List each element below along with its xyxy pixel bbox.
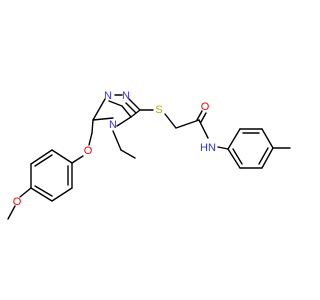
- bond-anisyl-1: [51, 149, 73, 164]
- bond-ethyl: [120, 149, 136, 159]
- bond-tolyl-3: [261, 128, 274, 149]
- bond-tolyl-4: [261, 147, 274, 169]
- bond-co-o-double: [200, 112, 207, 123]
- bonds: [7, 94, 291, 220]
- bond-anisyl-d1: [34, 154, 53, 167]
- bond-co-o: [196, 110, 203, 121]
- bond-tolyl-6: [227, 148, 241, 169]
- bond-co-nh: [198, 119, 209, 139]
- bond-s-ch2: [164, 113, 177, 129]
- bond-tolyl-d2: [258, 147, 269, 165]
- bond-o-aryl: [71, 155, 84, 164]
- bond-tolyl-d3: [232, 148, 243, 165]
- bond-tolyl-1: [227, 128, 241, 150]
- atom-n2: N: [122, 90, 130, 102]
- atom-n4: N: [109, 119, 117, 131]
- bond-nh-aryl: [217, 146, 229, 150]
- bond-n4-c5: [121, 105, 132, 118]
- bond-ch2-o: [88, 132, 93, 146]
- bond-omethoxy-ch3: [7, 205, 16, 220]
- atom-nh: HN: [200, 142, 216, 154]
- bond-c5-n1-b: [92, 98, 106, 121]
- bond-c5-ch2: [91, 119, 94, 134]
- atom-s: S: [155, 104, 162, 116]
- bond-anisyl-4: [30, 187, 53, 202]
- bond-n2-c3: [128, 98, 141, 111]
- bond-c5-n1: [108, 100, 123, 107]
- atom-labels: N N N S O HN O O: [13, 90, 216, 208]
- atom-n1: N: [104, 90, 112, 102]
- bond-anisyl-5: [51, 187, 73, 202]
- bond-aryl-omethoxy: [19, 187, 32, 198]
- bond-c3-n4-b: [130, 109, 141, 118]
- bond-anisyl-2: [30, 149, 53, 165]
- bond-anisyl-d2: [34, 185, 53, 197]
- bond-c3-n4: [116, 116, 132, 127]
- bond-n2-c3-double: [125, 102, 137, 114]
- atom-o-carbonyl: O: [201, 101, 210, 113]
- bond-c5-n4-b: [92, 117, 114, 121]
- atom-o-ether: O: [84, 145, 93, 157]
- bond-ch2-co: [175, 119, 200, 129]
- molecule-structure: N N N S O HN O O: [7, 90, 291, 220]
- bond-n4-ch2: [112, 130, 122, 151]
- atom-o-methoxy: O: [13, 196, 22, 208]
